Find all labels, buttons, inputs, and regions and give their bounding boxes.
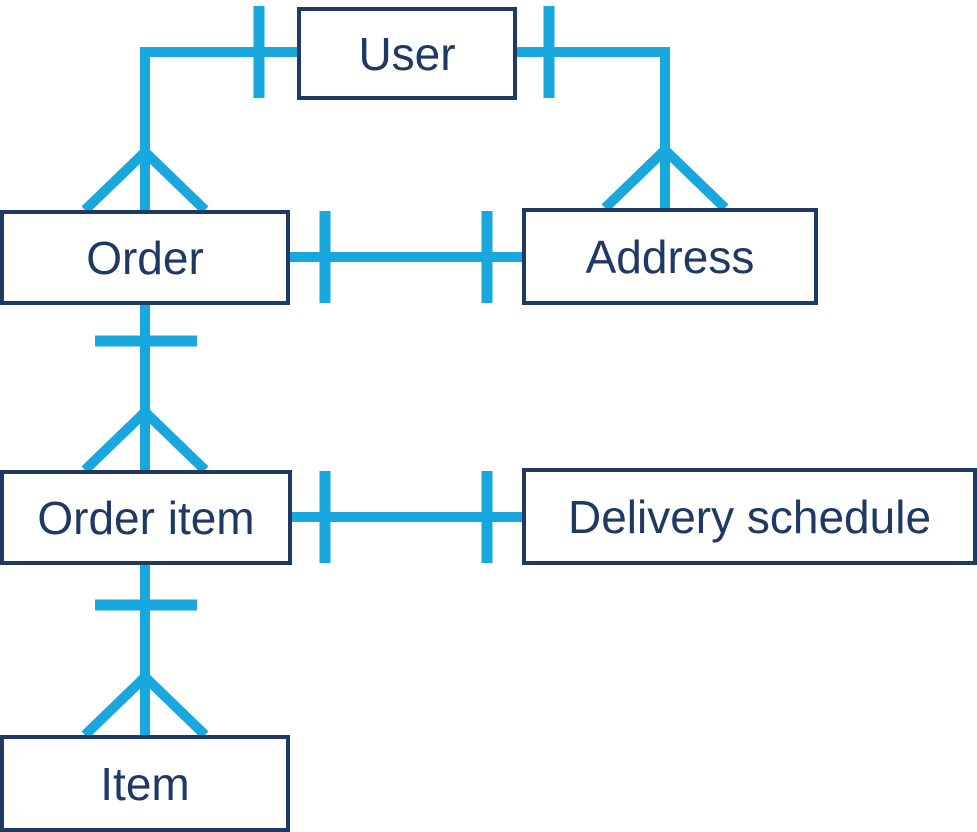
crow-foot-item-right: [141, 673, 209, 739]
crow-foot-order-right: [141, 148, 209, 214]
relationship-orderitem-item: [81, 565, 209, 739]
entity-address: Address: [522, 208, 818, 305]
crow-foot-item-left: [81, 673, 149, 739]
entity-delivery-schedule-label: Delivery schedule: [567, 490, 932, 543]
entity-item-label: Item: [100, 757, 190, 810]
relationship-orderitem-deliveryschedule: [292, 471, 522, 563]
entity-user: User: [297, 7, 517, 100]
entity-item: Item: [0, 735, 290, 832]
crow-foot-order-left: [81, 148, 149, 214]
relationship-user-address: [517, 6, 729, 212]
crow-foot-address-left: [601, 146, 669, 212]
entity-order-label: Order: [86, 231, 204, 284]
entity-order-item-label: Order item: [37, 491, 255, 544]
entity-user-label: User: [358, 27, 456, 80]
relationship-order-orderitem: [81, 305, 209, 474]
entity-address-label: Address: [585, 230, 755, 283]
relationship-order-address: [290, 211, 522, 303]
crow-foot-orderitem-right: [141, 408, 209, 474]
entity-order-item: Order item: [0, 470, 292, 565]
entity-order: Order: [0, 210, 290, 305]
relationship-user-order: [81, 6, 297, 214]
crow-foot-orderitem-left: [81, 408, 149, 474]
crow-foot-address-right: [661, 146, 729, 212]
entity-delivery-schedule: Delivery schedule: [522, 468, 977, 565]
